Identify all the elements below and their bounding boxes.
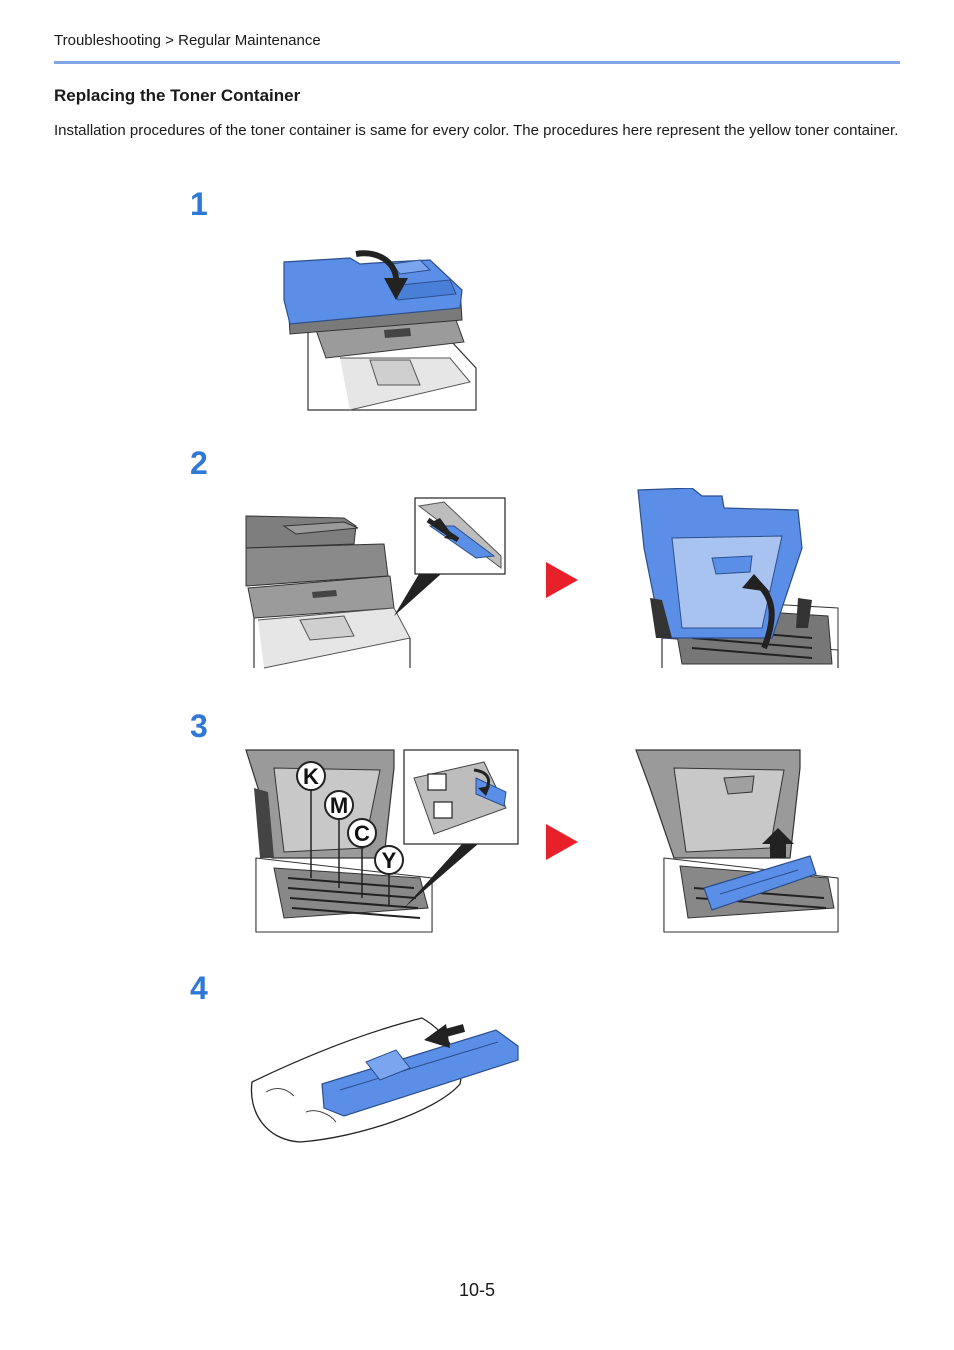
step2-release-lever-illustration (245, 497, 506, 669)
step1-close-document-processor-illustration (283, 250, 477, 411)
step3-next-arrow-icon (546, 824, 578, 860)
step2-next-arrow-icon (546, 562, 578, 598)
step-number-3: 3 (190, 708, 208, 744)
toner-label-k: K (296, 761, 326, 791)
page-number: 10-5 (458, 1280, 496, 1300)
header-rule (54, 61, 900, 64)
svg-text:M: M (330, 793, 348, 818)
step-number-2: 2 (190, 445, 208, 481)
svg-text:Y: Y (382, 848, 397, 873)
section-title: Replacing the Toner Container (54, 86, 301, 105)
breadcrumb: Troubleshooting > Regular Maintenance (54, 32, 321, 49)
step-number-4: 4 (190, 970, 208, 1006)
toner-label-y: Y (374, 845, 404, 875)
svg-text:K: K (303, 764, 319, 789)
intro-paragraph: Installation procedures of the toner con… (54, 122, 899, 139)
toner-label-c: C (347, 818, 377, 848)
step3-toner-positions-illustration: K M C Y (245, 749, 519, 933)
step3-remove-toner-illustration (635, 749, 839, 933)
step-number-1: 1 (190, 186, 208, 222)
step2-open-top-cover-illustration (637, 488, 839, 668)
step4-remove-toner-from-bag-illustration (250, 1017, 519, 1143)
svg-text:C: C (354, 821, 370, 846)
toner-label-m: M (324, 790, 354, 820)
